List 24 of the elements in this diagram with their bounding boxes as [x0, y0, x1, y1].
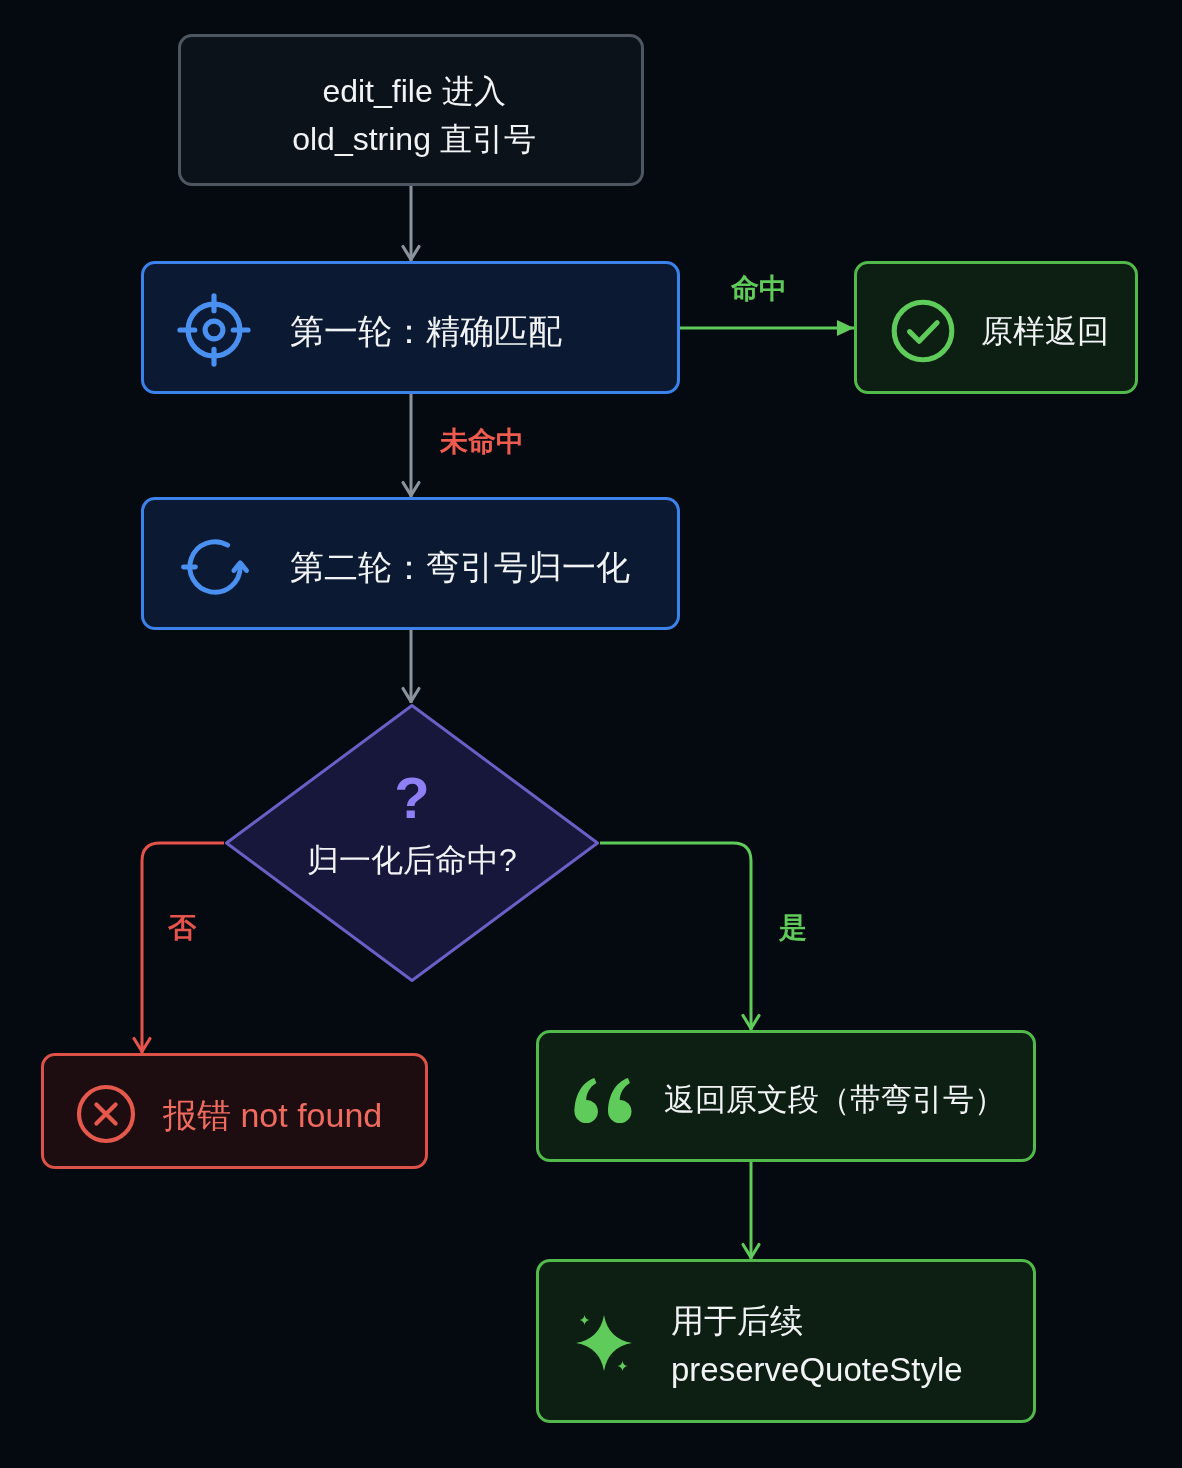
result-box — [536, 1259, 1036, 1423]
process-box — [141, 497, 680, 630]
question-mark: ? — [393, 766, 431, 830]
error-box — [41, 1053, 428, 1169]
result-box — [536, 1030, 1036, 1162]
result-label: 返回原文段（带弯引号） — [664, 1080, 1006, 1119]
arrow — [401, 394, 421, 498]
arrow — [132, 841, 224, 1054]
result-label: 原样返回 — [981, 312, 1110, 351]
process-box — [178, 34, 644, 186]
process-box — [141, 261, 680, 394]
arrow — [680, 320, 854, 336]
decision-diamond — [224, 703, 600, 983]
error-label: 报错 not found — [163, 1094, 384, 1136]
decision-label: 归一化后命中? — [306, 841, 518, 880]
result-box — [854, 261, 1138, 394]
step-label: edit_file 进入 old_string 直引号 — [291, 72, 537, 159]
result-label: 用于后续 preserveQuoteStyle — [671, 1300, 964, 1390]
arrow — [401, 186, 421, 262]
arrow — [741, 1162, 761, 1260]
step-label: 第二轮：弯引号归一化 — [290, 546, 631, 588]
step-label: 第一轮：精确匹配 — [290, 310, 563, 352]
arrow — [401, 630, 421, 704]
arrow — [600, 841, 761, 1031]
